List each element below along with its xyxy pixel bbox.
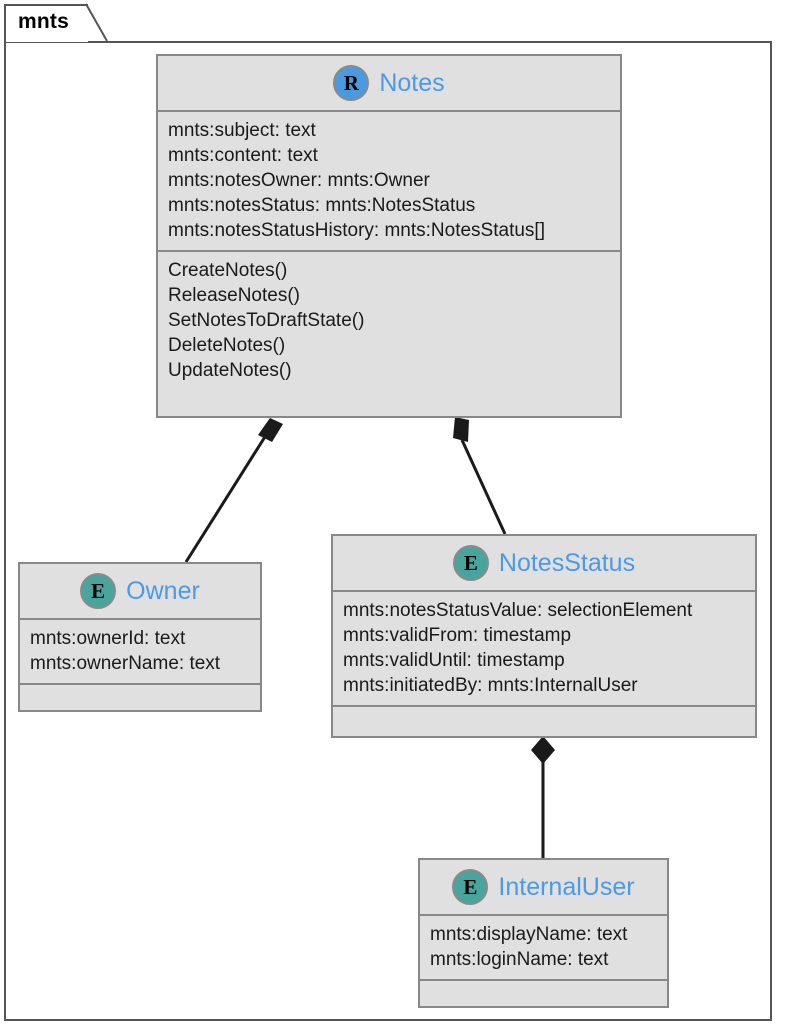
class-header-internaluser: E InternalUser bbox=[420, 860, 667, 916]
attribute-row: mnts:subject: text bbox=[168, 120, 316, 141]
attribute-row: mnts:notesStatusHistory: mnts:NotesStatu… bbox=[168, 220, 545, 241]
package-tab-slant bbox=[85, 3, 108, 42]
root-stereotype-icon: R bbox=[333, 65, 370, 101]
attribute-row: mnts:ownerName: text bbox=[30, 653, 221, 674]
class-header-notesstatus: E NotesStatus bbox=[333, 536, 755, 592]
entity-stereotype-icon: E bbox=[452, 545, 489, 581]
attributes-compartment-notesstatus: mnts:notesStatusValue: selectionElement … bbox=[333, 592, 755, 707]
operations-compartment-notesstatus bbox=[333, 707, 755, 725]
entity-stereotype-icon: E bbox=[452, 869, 489, 905]
class-box-owner[interactable]: E Owner mnts:ownerId: text mnts:ownerNam… bbox=[18, 562, 262, 712]
attribute-row: mnts:notesStatus: mnts:NotesStatus bbox=[168, 195, 476, 216]
package-frame-tab bbox=[4, 4, 88, 42]
class-name-owner: Owner bbox=[126, 576, 200, 605]
attributes-compartment-owner: mnts:ownerId: text mnts:ownerName: text bbox=[20, 620, 260, 685]
class-name-notes: Notes bbox=[379, 68, 445, 97]
entity-stereotype-icon: E bbox=[80, 573, 117, 609]
operations-compartment-notes: CreateNotes() ReleaseNotes() SetNotesToD… bbox=[158, 252, 620, 390]
class-box-notesstatus[interactable]: E NotesStatus mnts:notesStatusValue: sel… bbox=[331, 534, 757, 738]
attribute-row: mnts:ownerId: text bbox=[30, 628, 186, 649]
operation-row: UpdateNotes() bbox=[168, 360, 292, 381]
attributes-compartment-internaluser: mnts:displayName: text mnts:loginName: t… bbox=[420, 916, 667, 981]
class-name-notesstatus: NotesStatus bbox=[498, 548, 636, 577]
attribute-row: mnts:initiatedBy: mnts:InternalUser bbox=[343, 675, 638, 696]
operation-row: CreateNotes() bbox=[168, 260, 288, 281]
class-box-internaluser[interactable]: E InternalUser mnts:displayName: text mn… bbox=[418, 858, 669, 1008]
operation-row: DeleteNotes() bbox=[168, 335, 286, 356]
attribute-row: mnts:loginName: text bbox=[430, 949, 609, 970]
attribute-row: mnts:validUntil: timestamp bbox=[343, 650, 565, 671]
operation-row: ReleaseNotes() bbox=[168, 285, 300, 306]
class-name-internaluser: InternalUser bbox=[498, 872, 635, 901]
attribute-row: mnts:content: text bbox=[168, 145, 318, 166]
attribute-row: mnts:notesStatusValue: selectionElement bbox=[343, 600, 693, 621]
class-box-notes[interactable]: R Notes mnts:subject: text mnts:content:… bbox=[156, 54, 622, 418]
class-header-owner: E Owner bbox=[20, 564, 260, 620]
operation-row: SetNotesToDraftState() bbox=[168, 310, 365, 331]
attribute-row: mnts:notesOwner: mnts:Owner bbox=[168, 170, 430, 191]
attribute-row: mnts:displayName: text bbox=[430, 924, 628, 945]
attribute-row: mnts:validFrom: timestamp bbox=[343, 625, 572, 646]
class-header-notes: R Notes bbox=[158, 56, 620, 112]
operations-compartment-internaluser bbox=[420, 981, 667, 999]
attributes-compartment-notes: mnts:subject: text mnts:content: text mn… bbox=[158, 112, 620, 252]
operations-compartment-owner bbox=[20, 685, 260, 703]
package-name-label: mnts bbox=[18, 10, 69, 33]
